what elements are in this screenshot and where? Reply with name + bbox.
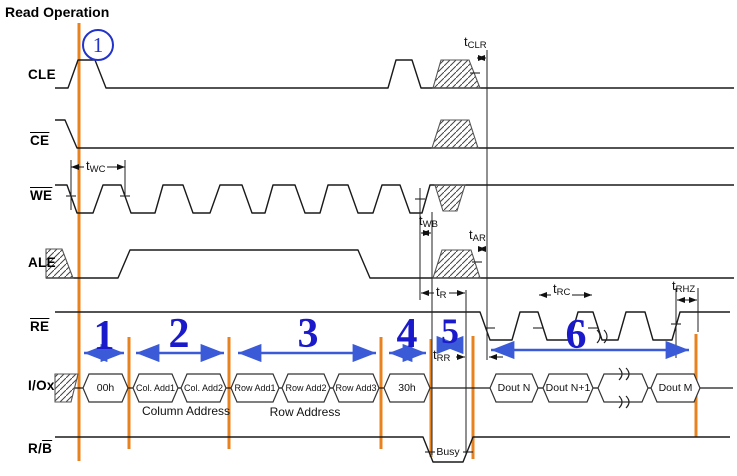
- bus-cell: [489, 373, 539, 403]
- circled-step-badge: 1: [82, 29, 114, 61]
- row-address-caption: Row Address: [269, 405, 341, 419]
- timing-label-tclr: tCLR: [464, 34, 487, 51]
- timing-label-tr: tR: [434, 284, 449, 302]
- ce-waveform: [55, 119, 734, 149]
- rb-busy-label: Busy: [436, 446, 460, 458]
- bus-cell: [383, 373, 431, 403]
- timing-label-twb: tWB: [419, 213, 438, 230]
- stage-5-number: 5: [441, 311, 459, 351]
- signal-label-re: RE: [30, 319, 50, 334]
- ce-hatched-pulse: [431, 119, 479, 149]
- stage-4-number: 4: [396, 311, 418, 357]
- ale-start-hatch: [45, 248, 74, 279]
- edge-ticks: [66, 72, 681, 453]
- iox-start-hatch: [54, 373, 79, 403]
- bus-cell: [650, 373, 701, 403]
- rb-waveform: [55, 436, 730, 463]
- ale-waveform: [46, 249, 734, 279]
- ale-hatched-pulse: [432, 249, 481, 279]
- column-address-caption: Column Address: [141, 404, 231, 418]
- bus-cell-label: 30h: [398, 382, 416, 394]
- stage-3-number: 3: [297, 311, 319, 357]
- badge-number: 1: [92, 32, 104, 57]
- bus-cell: [180, 373, 227, 403]
- bus-cells: [82, 373, 701, 403]
- signal-label-we: WE: [30, 188, 53, 203]
- stage-2-number: 2: [168, 311, 190, 357]
- bus-cell-label: Row Add1: [234, 383, 276, 393]
- stage-arrows: [84, 335, 689, 363]
- bus-cell-label: Dout N: [497, 382, 531, 394]
- bus-cell-label: Dout M: [658, 382, 693, 394]
- bus-cell: [230, 373, 280, 403]
- signal-label-rb: R/B: [28, 441, 53, 456]
- page-title: Read Operation: [5, 4, 110, 20]
- stage-6-number: 6: [565, 312, 587, 358]
- signal-label-cle: CLE: [28, 67, 56, 82]
- signal-label-ale: ALE: [28, 255, 56, 270]
- timing-label-trc: tRC: [551, 281, 573, 299]
- timing-label-trr: tRR: [433, 347, 451, 364]
- bus-cell: [132, 373, 179, 403]
- signal-label-ce: CE: [30, 133, 50, 148]
- cle-hatched-pulse: [432, 59, 481, 89]
- we-hatched-pulse: [434, 184, 466, 212]
- bus-cell-label: Row Add2: [285, 383, 327, 393]
- bus-cell-label: Row Add3: [335, 383, 377, 393]
- timing-label-trhz: tRHZ: [672, 278, 696, 295]
- stage-1-number: 1: [93, 313, 115, 359]
- waveforms: [46, 59, 734, 463]
- bus-cell-label: Col. Add2: [183, 383, 224, 393]
- we-waveform: [55, 184, 734, 214]
- bus-cell: [82, 373, 129, 403]
- measurement-lines: [70, 50, 699, 455]
- bus-cell-label: Dout N+1: [545, 382, 591, 394]
- timing-label-tar: tAR: [469, 227, 486, 244]
- bus-cell: [332, 373, 380, 403]
- cle-waveform: [55, 59, 734, 89]
- timing-label-twc: tWC: [84, 158, 108, 176]
- bus-cell-break: [597, 373, 649, 403]
- bus-cell: [542, 373, 594, 403]
- bus-cell-label: 00h: [96, 382, 115, 394]
- hatched-regions: [45, 59, 481, 403]
- bus-cell: [281, 373, 331, 403]
- bus-cell-label: Col. Add1: [135, 383, 176, 393]
- signal-label-iox: I/Ox: [28, 378, 55, 393]
- re-waveform: [55, 311, 730, 341]
